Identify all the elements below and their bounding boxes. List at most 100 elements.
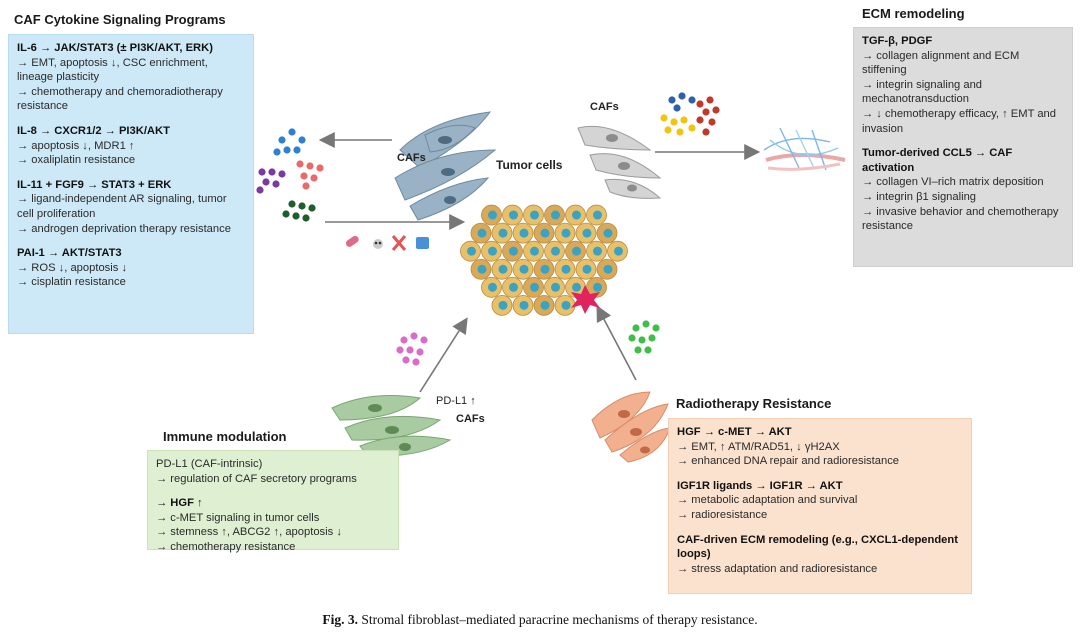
- tumor-cell-nucleus: [572, 210, 581, 220]
- radio-item-heading: HGF → c-MET → AKT: [677, 426, 792, 438]
- cytokine-item-line: → EMT, apoptosis ↓, CSC enrichment, line…: [17, 56, 208, 84]
- radio-item-line: → EMT, ↑ ATM/RAD51, ↓ γH2AX: [677, 440, 840, 453]
- tumor-cell-nucleus: [551, 246, 560, 256]
- tumor-cell-nucleus: [530, 246, 539, 256]
- tumor-cell-nucleus: [572, 246, 581, 256]
- tumor-cell-nucleus: [582, 228, 592, 238]
- tumor-cell-nucleus: [530, 282, 539, 292]
- cytokine-dots-left: [256, 128, 324, 222]
- cytokine-item-line: → oxaliplatin resistance: [17, 154, 136, 167]
- tumor-cell-nucleus: [509, 210, 518, 220]
- caf-cluster-immune: [331, 395, 452, 457]
- tumor-cell-nucleus: [488, 246, 497, 256]
- ecm-fibers-illustration: [763, 127, 846, 171]
- immune-item: PD-L1 (CAF-intrinsic) → regulation of CAF…: [156, 457, 390, 486]
- tumor-cell-nucleus: [509, 246, 518, 256]
- cytokine-dots-immune: [396, 332, 428, 366]
- radio-item-heading: IGF1R ligands → IGF1R → AKT: [677, 479, 843, 492]
- cytokine-item: IL-11 + FGF9 → STAT3 + ERK → ligand-indep…: [17, 178, 245, 236]
- radio-item: CAF-driven ECM remodeling (e.g., CXCL1-d…: [677, 533, 963, 577]
- caf-cluster-left: [394, 111, 497, 221]
- tumor-cell-nucleus: [477, 228, 487, 238]
- immune-item-line: → regulation of CAF secretory programs: [156, 472, 357, 485]
- tumor-cell-nucleus: [477, 264, 487, 274]
- tumor-cell-nucleus: [519, 264, 529, 274]
- ecm-item-line: → ↓ chemotherapy efficacy, ↑ EMT and inv…: [862, 107, 1056, 135]
- ecm-item-line: → integrin signaling and mechanotransduc…: [862, 78, 983, 106]
- cafs-top-label: CAFs: [590, 101, 619, 113]
- tumor-cell-nucleus: [572, 282, 581, 292]
- cytokine-item-heading: IL-8 → CXCR1/2 → PI3K/AKT: [17, 124, 170, 137]
- caf-radio-nuclei: [618, 410, 650, 454]
- ecm-item-line: → invasive behavior and chemotherapy res…: [862, 205, 1059, 233]
- immune-item-line: PD-L1 (CAF-intrinsic): [156, 458, 263, 470]
- cytokine-dots-radio: [628, 320, 660, 354]
- cytokine-item-heading: IL-11 + FGF9 → STAT3 + ERK: [17, 178, 172, 191]
- ecm-item-line: → collagen VI–rich matrix deposition: [862, 176, 1044, 189]
- tumor-cell-nucleus: [540, 228, 550, 238]
- immune-item: → HGF ↑→ c-MET signaling in tumor cells →…: [156, 496, 390, 554]
- tumor-cells-label: Tumor cells: [496, 158, 563, 172]
- pdl1-label: PD-L1 ↑: [436, 395, 476, 407]
- cytokine-panel: IL-6 → JAK/STAT3 (± PI3K/AKT, ERK) → EMT,…: [8, 34, 254, 334]
- cytokine-item: IL-8 → CXCR1/2 → PI3K/AKT → apoptosis ↓, …: [17, 124, 245, 168]
- immune-item-line: → c-MET signaling in tumor cells: [156, 511, 320, 524]
- cytokine-item: PAI-1 → AKT/STAT3→ ROS ↓, apoptosis ↓ → c…: [17, 246, 245, 290]
- caf-cluster-top: [577, 125, 662, 199]
- cytokine-item-line: → ROS ↓, apoptosis ↓: [17, 261, 128, 274]
- tumor-cell-nucleus: [498, 228, 508, 238]
- cytokine-dots-top: [660, 92, 720, 136]
- caf-cluster-radio: [591, 391, 671, 463]
- tumor-cell-nucleus: [593, 210, 602, 220]
- tumor-cell-nucleus: [582, 264, 592, 274]
- radio-item-heading: CAF-driven ECM remodeling (e.g., CXCL1-d…: [677, 533, 958, 561]
- tumor-cell-nucleus: [509, 282, 518, 292]
- cytokine-item-line: → androgen deprivation therapy resistanc…: [17, 222, 231, 235]
- tumor-cell-nucleus: [498, 300, 508, 310]
- tumor-cell-nucleus: [561, 228, 571, 238]
- cytokine-item-line: → ligand-independent AR signaling, tumor…: [17, 193, 227, 220]
- tumor-cell-nucleus: [603, 264, 613, 274]
- cytokine-item-heading: PAI-1 → AKT/STAT3: [17, 247, 122, 260]
- tumor-cell-nucleus: [519, 300, 529, 310]
- radio-item-line: → stress adaptation and radioresistance: [677, 562, 878, 575]
- immune-item-line: → chemotherapy resistance: [156, 540, 296, 553]
- ecm-item-heading: Tumor-derived CCL5 → CAF activation: [862, 147, 1013, 174]
- figure-caption: Fig. 3. Stromal fibroblast–mediated para…: [0, 612, 1080, 628]
- tumor-cell-nucleus: [593, 282, 602, 292]
- radio-item: HGF → c-MET → AKT → EMT, ↑ ATM/RAD51, ↓ γ…: [677, 425, 963, 469]
- tumor-cell-nucleus: [561, 300, 571, 310]
- tumor-cell-nucleus: [488, 210, 497, 220]
- tumor-cell-nucleus: [530, 210, 539, 220]
- cytokine-item-line: → cisplatin resistance: [17, 276, 126, 289]
- tumor-cell-nucleus: [540, 300, 550, 310]
- tumor-cell-nucleus: [551, 282, 560, 292]
- tumor-cell-nucleus: [519, 228, 529, 238]
- ecm-item-line: → collagen alignment and ECM stiffening: [862, 49, 1020, 77]
- immune-item-line: → stemness ↑, ABCG2 ↑, apoptosis ↓: [156, 526, 342, 539]
- radio-item-line: → metabolic adaptation and survival: [677, 494, 858, 507]
- tumor-cell-nucleus: [540, 264, 550, 274]
- damage-starburst: [571, 285, 600, 314]
- ecm-panel: TGF-β, PDGF→ collagen alignment and ECM …: [853, 27, 1073, 267]
- cafs-left-label: CAFs: [397, 152, 426, 164]
- ecm-item: Tumor-derived CCL5 → CAF activation → col…: [862, 146, 1064, 234]
- caf-left-nuclei: [438, 136, 456, 204]
- arrow-radio-cafs-to-tumor: [596, 305, 637, 381]
- tumor-cell-nucleus: [551, 210, 560, 220]
- cytokine-section-title: CAF Cytokine Signaling Programs: [14, 12, 226, 27]
- radio-section-title: Radiotherapy Resistance: [676, 396, 832, 411]
- immune-item-heading: → HGF ↑: [156, 497, 203, 510]
- tumor-cell-nucleus: [614, 246, 623, 256]
- tumor-cell-nucleus: [561, 264, 571, 274]
- cytokine-item-line: → apoptosis ↓, MDR1 ↑: [17, 139, 135, 152]
- radio-item: IGF1R ligands → IGF1R → AKT → metabolic a…: [677, 479, 963, 523]
- radio-panel: HGF → c-MET → AKT → EMT, ↑ ATM/RAD51, ↓ γ…: [668, 418, 972, 594]
- ecm-item: TGF-β, PDGF→ collagen alignment and ECM …: [862, 34, 1064, 136]
- immune-section-title: Immune modulation: [163, 429, 287, 444]
- figure-caption-text: Stromal fibroblast–mediated paracrine me…: [361, 612, 758, 627]
- tumor-cell-nucleus: [498, 264, 508, 274]
- immune-panel: PD-L1 (CAF-intrinsic) → regulation of CAF…: [147, 450, 399, 553]
- cytokine-item-heading: IL-6 → JAK/STAT3 (± PI3K/AKT, ERK): [17, 42, 213, 54]
